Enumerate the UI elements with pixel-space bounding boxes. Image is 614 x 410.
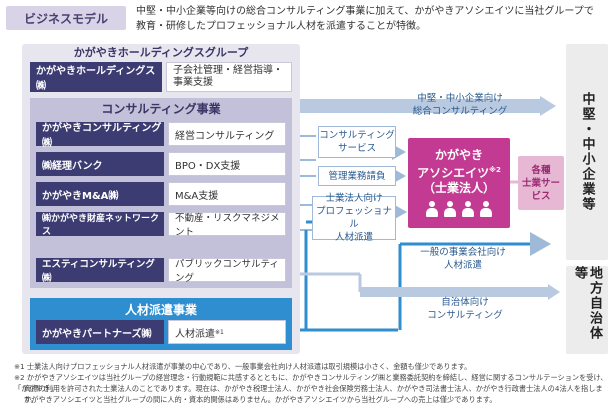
associates-box: かがやき アソシエイツ※2 （士業法人） bbox=[408, 138, 510, 228]
associates-line-1: かがやき bbox=[434, 148, 483, 162]
haken-line-3: 人材派遣 bbox=[334, 232, 373, 243]
consulting-title: コンサルティング事業 bbox=[101, 102, 221, 116]
general-staffing-label: 一般の事業会社向け 人材派遣 bbox=[408, 246, 518, 272]
company-desc: BPO・DX支援 bbox=[168, 152, 286, 176]
professional-services-line-2: 士業サービス bbox=[521, 177, 560, 202]
intro-line-1: 中堅・中小企業等向けの総合コンサルティング事業に加えて、かがやきアソシエイツに当… bbox=[136, 6, 594, 17]
haken-line-1: 士業法人向け bbox=[325, 193, 383, 204]
haken-line-2: プロフェッショナル bbox=[315, 206, 392, 230]
company-name: ㈱かがやき財産ネットワークス bbox=[36, 212, 164, 237]
company-desc: 不動産・リスクマネジメント bbox=[168, 212, 286, 238]
company-name: かがやきパートナーズ㈱ bbox=[36, 320, 164, 344]
local-consulting-line-2: コンサルティング bbox=[427, 310, 503, 321]
general-staffing-line-2: 人材派遣 bbox=[443, 260, 482, 271]
footnote-1: ※1 士業法人向けプロフェッショナル人材派遣が事業の中心であり、一般事業会社向け… bbox=[14, 362, 472, 371]
person-icon bbox=[425, 201, 439, 217]
target-sme-label: 中堅・中小企業等 bbox=[579, 92, 595, 212]
intro-line-2: 教育・研修したプロフェッショナル人材を派遣することが特徴。 bbox=[136, 21, 426, 32]
haken-service-box: 士業法人向け プロフェッショナル 人材派遣 bbox=[312, 193, 396, 243]
holdings-name: かがやきホールディングス㈱ bbox=[30, 62, 162, 92]
footnote-2-cont: 商標の利用を許可された士業法人のことであります。現在は、かがやき税理士法人、かが… bbox=[24, 384, 603, 404]
group-title: かがやきホールディングスグループ bbox=[73, 46, 249, 59]
holdings-desc-line-1: 子会社管理・経営指導・ bbox=[173, 65, 283, 76]
local-consulting-label: 自治体向け コンサルティング bbox=[410, 296, 520, 322]
staffing-desc: 人材派遣 bbox=[175, 328, 215, 340]
holdings-desc: 子会社管理・経営指導・ 事業支援 bbox=[166, 62, 292, 92]
company-name: ㈱経理バンク bbox=[36, 152, 164, 176]
sme-consulting-line-1: 中堅・中小企業向け bbox=[417, 93, 503, 104]
keiri-service-box: 管理業務請負 bbox=[318, 166, 396, 186]
section-tag: ビジネスモデル bbox=[6, 6, 126, 30]
professional-services-line-1: 各種 bbox=[531, 164, 551, 176]
target-local-gov-label: 地方自治体等 bbox=[572, 266, 602, 341]
general-staffing-line-1: 一般の事業会社向け bbox=[420, 247, 506, 258]
footnote-2: ※2 かがやきアソシエイツは当社グループの経営理念・行動規範に共感するとともに、… bbox=[14, 373, 608, 393]
footnote-2-cont: かがやきアソシエイツと当社グループの間に人的・資本的関係はありません。かがやきア… bbox=[24, 395, 497, 404]
people-icons bbox=[408, 201, 510, 217]
company-desc: M&A支援 bbox=[168, 182, 286, 206]
company-desc: パブリックコンサルティング bbox=[168, 258, 286, 284]
intro-text: 中堅・中小企業等向けの総合コンサルティング事業に加えて、かがやきアソシエイツに当… bbox=[136, 4, 606, 34]
professional-services-box: 各種 士業サービス bbox=[518, 156, 564, 210]
staffing-title: 人材派遣事業 bbox=[124, 303, 197, 317]
company-name: エスティコンサルティング㈱ bbox=[36, 258, 164, 284]
person-icon bbox=[461, 201, 475, 217]
sme-consulting-line-2: 総合コンサルティング bbox=[412, 106, 508, 117]
person-icon bbox=[443, 201, 457, 217]
consulting-service-line-2: サービス bbox=[337, 143, 376, 154]
consulting-service-box: コンサルティング サービス bbox=[318, 126, 396, 158]
company-name: かがやきM&A㈱ bbox=[36, 182, 164, 206]
target-local-gov: 地方自治体等 bbox=[566, 266, 608, 354]
company-name: かがやきコンサルティング㈱ bbox=[36, 122, 164, 149]
sme-consulting-label: 中堅・中小企業向け 総合コンサルティング bbox=[400, 92, 520, 118]
associates-line-2: アソシエイツ bbox=[417, 166, 490, 180]
company-desc: 経営コンサルティング bbox=[168, 122, 286, 146]
person-icon bbox=[479, 201, 493, 217]
target-sme: 中堅・中小企業等 bbox=[566, 44, 608, 260]
local-consulting-line-1: 自治体向け bbox=[441, 297, 489, 308]
note-mark: ※1 bbox=[215, 328, 224, 336]
note-mark: ※2 bbox=[489, 166, 501, 174]
associates-line-3: （士業法人） bbox=[422, 181, 495, 195]
consulting-service-line-1: コンサルティング bbox=[319, 130, 395, 141]
company-desc: 人材派遣※1 bbox=[168, 320, 286, 344]
holdings-desc-line-2: 事業支援 bbox=[173, 77, 213, 88]
